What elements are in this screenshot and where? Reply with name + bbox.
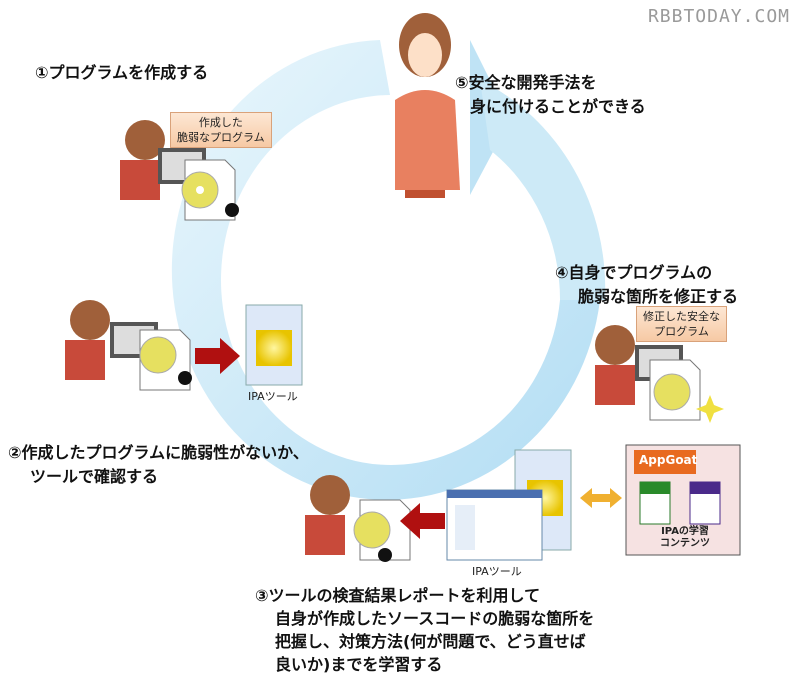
- step4-line1: ④自身でプログラムの: [555, 263, 713, 282]
- step5-line2: 身に付けることができる: [470, 97, 646, 116]
- step4-line2: 脆弱な箇所を修正する: [578, 287, 739, 306]
- step5-line1: ⑤安全な開発手法を: [455, 73, 597, 92]
- caption-line: コンテンツ: [660, 538, 710, 549]
- woman-figure: [395, 13, 460, 198]
- workstation-1: [120, 120, 239, 221]
- step1-title: ①プログラムを作成する: [35, 63, 209, 82]
- appgoat-logo: AppGoat: [639, 453, 698, 467]
- workstation-2: [65, 300, 303, 391]
- bubble-line: 作成した: [198, 116, 243, 129]
- caption-line: IPAの学習: [661, 526, 709, 537]
- step3-line1: ③ツールの検査結果レポートを利用して: [255, 586, 541, 605]
- step3-line4: 良いか)までを学習する: [275, 655, 443, 674]
- bubble-line: プログラム: [654, 325, 709, 338]
- bubble-line: 脆弱なプログラム: [177, 131, 265, 144]
- content-caption: IPAの学習 コンテンツ: [640, 526, 730, 550]
- step2-line1: ②作成したプログラムに脆弱性がないか、: [8, 443, 309, 462]
- step4-bubble: 修正した安全な プログラム: [636, 306, 727, 342]
- step3-line3: 把握し、対策方法(何が問題で、どう直せば: [275, 632, 586, 651]
- workstation-3: [305, 449, 622, 562]
- step1-bubble: 作成した 脆弱なプログラム: [170, 112, 272, 148]
- tool-label-3: IPAツール: [472, 565, 522, 578]
- step3-line2: 自身が作成したソースコードの脆弱な箇所を: [275, 609, 595, 628]
- step2-line2: ツールで確認する: [30, 467, 159, 486]
- bubble-line: 修正した安全な: [643, 310, 720, 323]
- tool-label-2: IPAツール: [248, 390, 298, 403]
- watermark: RBBTODAY.COM: [647, 6, 790, 27]
- workstation-4: [595, 325, 724, 423]
